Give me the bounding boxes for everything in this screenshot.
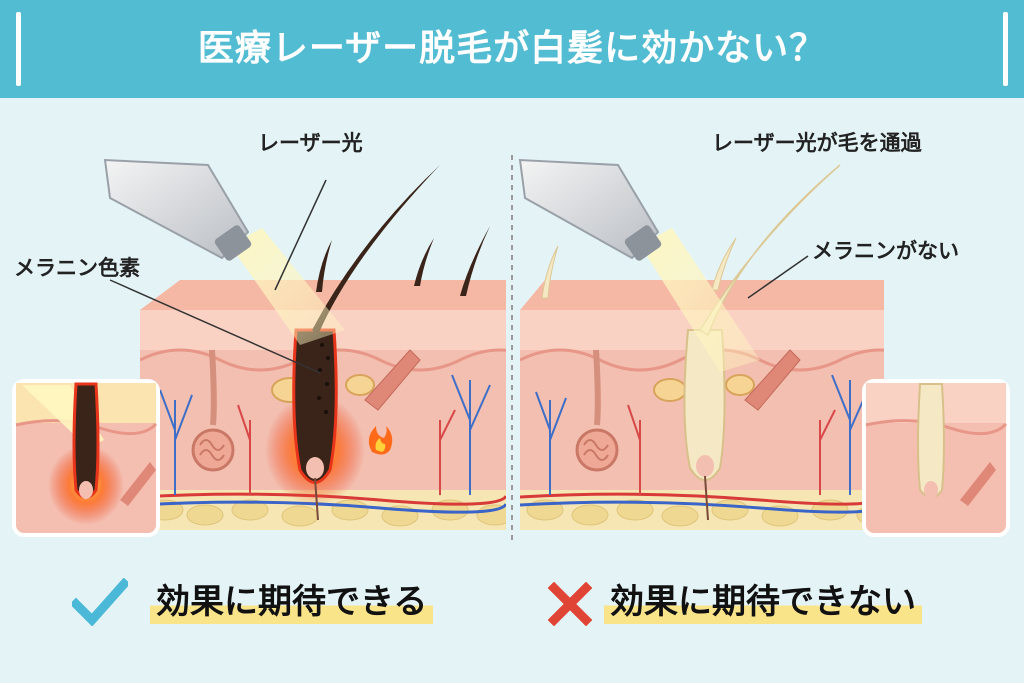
right-sweat-gland — [575, 428, 619, 472]
left-skin-surface — [140, 280, 506, 310]
hair-removal-diagram — [12, 155, 1010, 545]
left-follicle — [292, 328, 338, 484]
left-vein — [140, 500, 506, 514]
left-melanin-leader — [109, 279, 321, 374]
right-result-text: 効果に期待できない — [604, 580, 922, 624]
left-result-text: 効果に期待できる — [150, 580, 434, 624]
left-melanin-dots — [317, 343, 330, 414]
header-right-bar — [1003, 12, 1008, 86]
left-laser-leader — [274, 179, 327, 291]
left-melanin-label: メラニン色素 — [14, 256, 140, 280]
left-laser-handpiece — [103, 158, 252, 261]
left-artery — [140, 492, 506, 506]
left-laser-beam — [230, 228, 345, 345]
left-sweat-gland — [191, 428, 235, 472]
left-arrector-muscle — [364, 349, 421, 411]
right-inset-detail — [862, 379, 1010, 537]
cross-icon — [548, 582, 592, 626]
check-icon — [72, 578, 128, 626]
header-banner: 医療レーザー脱毛が白髪に効かない？ — [0, 0, 1024, 98]
right-laser-handpiece — [518, 158, 662, 261]
left-papilla — [306, 457, 324, 479]
right-follicle — [683, 329, 726, 481]
right-melanin-leader — [747, 255, 809, 299]
right-skin-block — [518, 158, 884, 530]
left-laser-label: レーザー光 — [258, 131, 363, 155]
right-melanin-label: メラニンがない — [812, 239, 959, 263]
page-title: 医療レーザー脱毛が白髪に効かない？ — [197, 28, 827, 69]
left-skin-block — [103, 158, 506, 530]
left-capillaries — [159, 374, 491, 495]
right-laser-label: レーザー光が毛を通過 — [712, 131, 922, 155]
left-short-hairs — [316, 226, 490, 296]
left-inset-detail — [12, 379, 160, 537]
header-left-bar — [16, 12, 21, 86]
right-laser-beam — [640, 228, 760, 372]
